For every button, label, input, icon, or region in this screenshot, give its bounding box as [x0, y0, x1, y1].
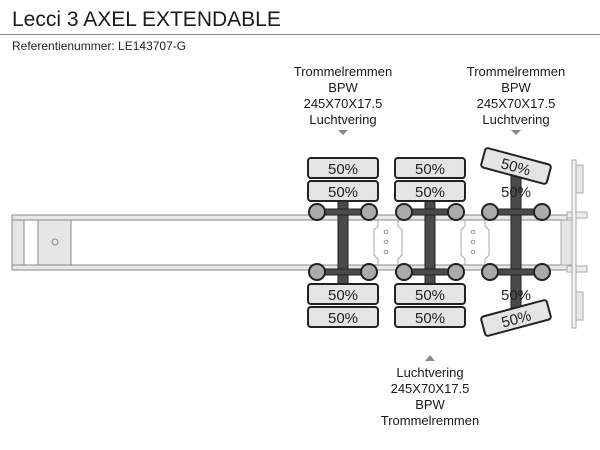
reference-number: Referentienummer: LE143707-G: [12, 39, 187, 53]
tire-pressure-label: 50%: [501, 184, 531, 201]
tire: [394, 306, 466, 328]
tire-pressure-label: 50%: [501, 287, 531, 304]
tire-pressure-label: 50%: [328, 310, 358, 327]
tire-pressure-label: 50%: [415, 184, 445, 201]
suspension-type: Luchtvering: [309, 112, 377, 127]
tire: [307, 283, 379, 305]
brake-type: Trommelremmen: [380, 413, 480, 428]
tire-size: 245X70X17.5: [303, 96, 383, 111]
wheel-hub: [360, 203, 378, 221]
tire-pressure-label: 50%: [328, 184, 358, 201]
suspension-type: Luchtvering: [482, 112, 550, 127]
axle-brand: BPW: [415, 397, 445, 412]
page-title: Lecci 3 AXEL EXTENDABLE: [12, 8, 281, 31]
tire-pressure-label: 50%: [415, 310, 445, 327]
tire: [480, 299, 552, 337]
axle-brand: BPW: [501, 80, 531, 95]
wheel-hub: [447, 203, 465, 221]
axle-spec-top-2: Trommelremmen BPW 245X70X17.5 Luchtverin…: [446, 64, 586, 128]
wheel-hub: [481, 263, 499, 281]
kingpin-icon: [51, 238, 59, 246]
wheel-hub: [533, 203, 551, 221]
axle-1: 50% 50% 50% 50%: [307, 157, 379, 328]
suspension-type: Luchtvering: [396, 365, 464, 380]
wheel-hub: [308, 263, 326, 281]
wheel-hub: [395, 263, 413, 281]
marker-down-icon: [338, 130, 348, 135]
wheel-hub: [395, 203, 413, 221]
brake-type: Trommelremmen: [293, 64, 393, 79]
tire-pressure-label: 50%: [328, 287, 358, 304]
wheel-hub: [308, 203, 326, 221]
axle-spec-top-1: Trommelremmen BPW 245X70X17.5 Luchtverin…: [273, 64, 413, 128]
axle-2: 50% 50% 50% 50%: [394, 157, 466, 328]
tire: [307, 157, 379, 179]
marker-down-icon: [511, 130, 521, 135]
tire: [394, 157, 466, 179]
axle-3: 50%50%50%50%: [480, 147, 552, 337]
tire-pressure-label: 50%: [415, 161, 445, 178]
axle-brand: BPW: [328, 80, 358, 95]
title-divider: [0, 34, 600, 35]
tire: [480, 147, 552, 185]
tire: [307, 180, 379, 202]
steering-tire: 50%: [480, 147, 552, 185]
tire-pressure-label: 50%: [415, 287, 445, 304]
tire-size: 245X70X17.5: [476, 96, 556, 111]
chassis-frame: [11, 159, 588, 329]
tire-size: 245X70X17.5: [390, 381, 470, 396]
axle-spec-bottom-1: Luchtvering 245X70X17.5 BPW Trommelremme…: [360, 365, 500, 429]
tire-pressure-label: 50%: [328, 161, 358, 178]
wheel-hub: [481, 203, 499, 221]
wheel-hub: [360, 263, 378, 281]
wheel-hub: [447, 263, 465, 281]
wheel-hub: [533, 263, 551, 281]
marker-up-icon: [425, 355, 435, 361]
tire: [394, 283, 466, 305]
brake-type: Trommelremmen: [466, 64, 566, 79]
tire: [307, 306, 379, 328]
tire: [394, 180, 466, 202]
